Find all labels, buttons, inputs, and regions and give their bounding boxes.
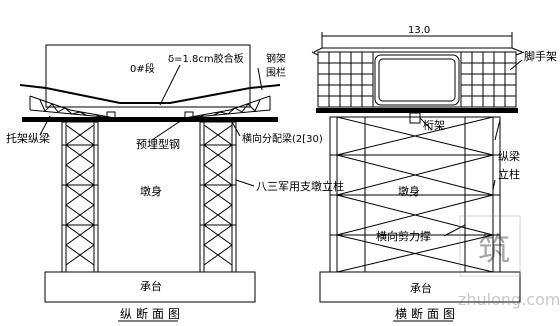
cap-block-left [44,271,256,303]
label-scaffold: 脚手架 [524,49,557,63]
label-segment: 0#段 [130,62,155,75]
label-pier-left: 墩身 [140,184,162,198]
label-long-beam: 纵梁 [498,149,520,163]
label-pier-right: 墩身 [398,184,420,198]
label-bracket-beam: 托架纵梁 [6,131,50,145]
center-scaffold [373,51,461,108]
right-bracket [184,95,271,119]
leader-column [492,179,496,191]
leader-shear-brace [443,224,466,237]
svg-text:筑: 筑 [478,230,510,268]
distribution-beam [22,117,278,122]
label-embedded-steel: 预埋型钢 [136,137,180,151]
outer-scaffold-left [311,51,319,100]
label-distribution-beam: 横向分配梁(2[30) [242,132,323,145]
box-girder-cell [374,54,460,106]
leader-steel-frame [257,67,263,91]
caption-right: 横断面图 [395,306,459,321]
box-girder-top [313,47,523,53]
left-military-column [61,121,99,273]
longitudinal-section: 0#段 δ=1.8cm胶合板 钢架 围栏 托架纵梁 预埋型钢 横向分配梁(2[3… [6,44,344,322]
watermark-logo-icon [459,215,521,277]
outer-scaffold-right [515,51,525,100]
segment-block [45,44,251,108]
watermark: 筑 zhulong.com [458,215,560,309]
pier-lattice [329,116,501,273]
leader-plywood [159,64,181,106]
label-cap-right: 承台 [410,281,432,295]
label-dimension: 13.0 [408,25,430,36]
watermark-text: zhulong.com [458,290,560,309]
caption-left: 纵断面图 [120,306,184,321]
label-steel-frame: 钢架 [266,52,286,65]
label-column: 立柱 [498,167,520,181]
label-railing: 围栏 [266,66,286,79]
leader-scaffold [509,59,523,71]
leader-truss [419,117,433,131]
label-shear-brace: 横向剪力撑 [376,229,431,243]
label-military-column: 八三军用支墩立柱 [256,179,344,193]
leader-long-beam [494,119,501,141]
leader-military-column [235,179,255,187]
label-plywood: δ=1.8cm胶合板 [168,52,244,65]
embedded-steel-left [106,111,116,121]
leader-embedded-steel [151,117,186,141]
embedded-steel-right [184,111,194,121]
cap-block-right [319,271,521,303]
deck-line [19,84,281,104]
leader-bracket-beam [39,115,51,136]
truss-block [409,112,421,124]
label-truss: 桁架 [423,118,445,132]
left-scaffold [317,51,374,108]
truss-beam [316,108,518,113]
right-scaffold [460,51,517,108]
left-bracket [29,95,116,119]
leader-distribution-beam [231,121,241,137]
cross-section: 13.0 [311,25,557,322]
label-cap-left: 承台 [140,279,162,293]
right-military-column [199,121,237,273]
